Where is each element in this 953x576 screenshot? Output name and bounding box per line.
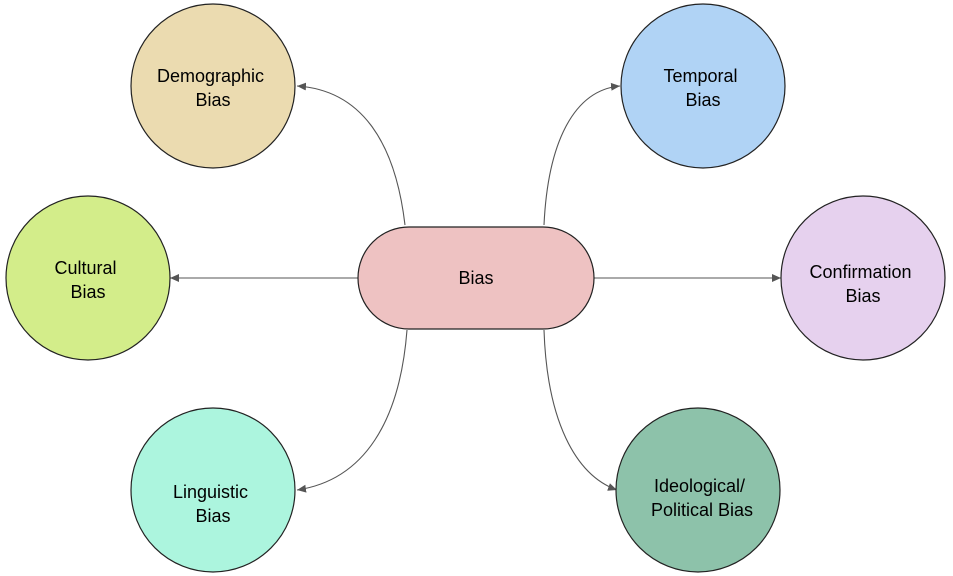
node-cultural-label: Cultural Bias [54,258,121,302]
node-cultural-line-2: Bias [70,282,105,302]
node-linguistic-line-2: Bias [195,506,230,526]
node-confirmation-circle [780,195,946,361]
node-demographic-line-2: Bias [195,90,230,110]
node-temporal-bias: Temporal Bias [620,3,786,169]
node-ideological-political-bias: Ideological/ Political Bias [615,407,781,573]
edge-to-linguistic [296,329,408,493]
node-linguistic-bias: Linguistic Bias [130,407,296,573]
center-node-label: Bias [458,268,493,288]
node-temporal-line-2: Bias [685,90,720,110]
center-node-shape [357,226,595,330]
node-cultural-bias: Cultural Bias [5,195,171,361]
node-ideological-line-2: Political Bias [651,500,753,520]
node-cultural-line-1: Cultural [54,258,116,278]
node-confirmation-label: Confirmation Bias [809,262,916,306]
node-linguistic-circle [130,407,296,573]
node-temporal-label: Temporal Bias [663,66,742,110]
node-confirmation-line-1: Confirmation [809,262,911,282]
node-ideological-line-1: Ideological/ [654,476,745,496]
node-ideological-label: Ideological/ Political Bias [651,476,753,520]
node-demographic-label: Demographic Bias [157,66,269,110]
node-cultural-circle [5,195,171,361]
node-temporal-line-1: Temporal [663,66,737,86]
node-confirmation-line-2: Bias [845,286,880,306]
edge-to-temporal [543,82,621,226]
node-temporal-circle [620,3,786,169]
node-demographic-bias: Demographic Bias [130,3,296,169]
node-ideological-circle [615,407,781,573]
node-linguistic-line-1: Linguistic [173,482,248,502]
edge-to-ideological [543,329,618,491]
center-node-bias: Bias [357,226,595,330]
node-linguistic-label: Linguistic Bias [173,482,253,526]
node-demographic-line-1: Demographic [157,66,264,86]
node-demographic-circle [130,3,296,169]
edge-to-demographic [296,82,406,226]
node-confirmation-bias: Confirmation Bias [780,195,946,361]
